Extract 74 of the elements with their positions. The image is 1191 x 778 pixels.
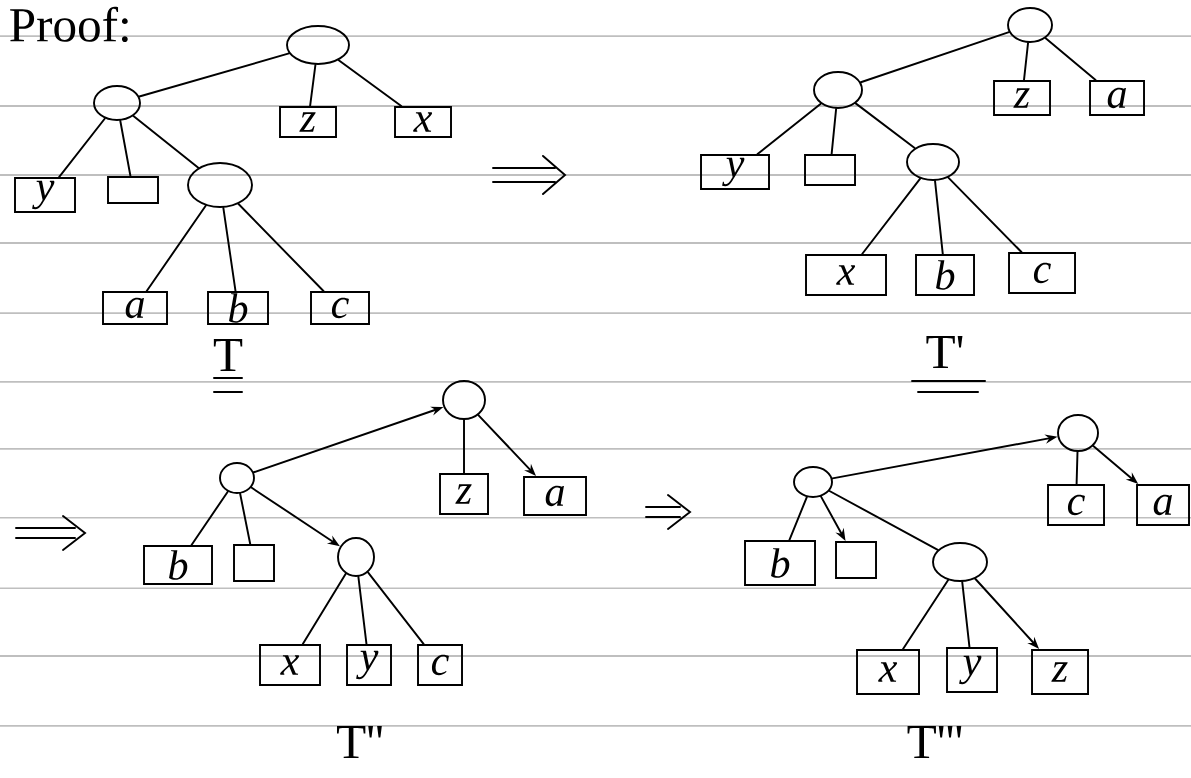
tree-edge bbox=[1023, 41, 1029, 81]
tree-node-ellipse bbox=[793, 466, 833, 498]
leaf-box: b bbox=[915, 254, 975, 296]
tree-node-ellipse bbox=[1057, 414, 1099, 452]
empty-leaf-box bbox=[107, 176, 159, 204]
leaf-box: y bbox=[346, 644, 392, 686]
tree-edge bbox=[58, 117, 106, 178]
tree-edge bbox=[830, 107, 838, 155]
leaf-box: a bbox=[1089, 80, 1145, 116]
leaf-box: c bbox=[310, 291, 370, 325]
tree-edge bbox=[367, 571, 425, 645]
leaf-box: z bbox=[1031, 649, 1089, 695]
tree-edge bbox=[301, 572, 347, 645]
leaf-box: c bbox=[1047, 484, 1105, 526]
tree-node-ellipse bbox=[187, 162, 253, 208]
tree-node-ellipse bbox=[906, 143, 960, 181]
leaf-box: a bbox=[1136, 484, 1190, 526]
tree-edge bbox=[309, 63, 317, 107]
tree-edge bbox=[961, 580, 971, 648]
tree-node-ellipse bbox=[1007, 7, 1053, 43]
empty-leaf-box bbox=[233, 544, 275, 582]
tree-edge bbox=[357, 575, 368, 645]
tree-edge bbox=[947, 176, 1023, 253]
tree-name: T bbox=[213, 338, 243, 372]
leaf-box: y bbox=[700, 154, 770, 190]
leaf-box: c bbox=[417, 644, 463, 686]
tree-edge bbox=[1044, 37, 1097, 81]
leaf-box: y bbox=[946, 647, 998, 693]
tree-edge bbox=[119, 119, 132, 177]
leaf-box: z bbox=[993, 80, 1051, 116]
leaf-box: b bbox=[744, 540, 816, 586]
tree-edge bbox=[859, 31, 1010, 84]
tree-edge bbox=[138, 52, 290, 98]
tree-node-ellipse bbox=[219, 462, 255, 494]
tree-edge bbox=[1075, 451, 1079, 485]
tree-edge bbox=[239, 492, 252, 545]
leaf-box: x bbox=[856, 649, 920, 695]
tree-edge bbox=[337, 59, 403, 107]
leaf-box: y bbox=[14, 177, 76, 213]
leaf-box: x bbox=[259, 644, 321, 686]
tree-name: T''' bbox=[907, 725, 962, 759]
tree-edge bbox=[145, 204, 207, 292]
tree-edge bbox=[788, 496, 808, 541]
leaf-box: b bbox=[207, 291, 269, 325]
tree-node-ellipse bbox=[337, 537, 375, 577]
tree-edge bbox=[237, 203, 325, 292]
leaf-box: z bbox=[279, 106, 337, 138]
leaf-box: x bbox=[394, 106, 452, 138]
tree-node-ellipse bbox=[286, 25, 350, 65]
tree-edge bbox=[854, 102, 916, 150]
leaf-box: a bbox=[523, 476, 587, 516]
tree-edge bbox=[132, 115, 200, 169]
leaf-box: b bbox=[143, 545, 213, 585]
proof: Proof: bbox=[10, 6, 128, 43]
tree-node-ellipse bbox=[442, 380, 486, 420]
tree-node-ellipse bbox=[932, 542, 988, 582]
tree-edge bbox=[463, 419, 465, 474]
tree-node-ellipse bbox=[93, 85, 141, 121]
tree-edge bbox=[934, 179, 944, 255]
tree-edge bbox=[222, 206, 237, 292]
tree-name: T'' bbox=[337, 725, 382, 759]
leaf-box: a bbox=[102, 291, 168, 325]
tree-name: T' bbox=[926, 335, 963, 369]
tree-node-ellipse bbox=[813, 71, 863, 109]
tree-edge bbox=[861, 177, 922, 255]
leaf-box: z bbox=[439, 473, 489, 515]
empty-leaf-box bbox=[804, 154, 856, 186]
tree-edge bbox=[828, 490, 939, 551]
empty-leaf-box bbox=[835, 541, 877, 579]
tree-edge bbox=[190, 490, 229, 546]
tree-edge bbox=[756, 102, 822, 155]
tree-edge bbox=[902, 579, 950, 650]
leaf-box: c bbox=[1008, 252, 1076, 294]
leaf-box: x bbox=[805, 254, 887, 296]
